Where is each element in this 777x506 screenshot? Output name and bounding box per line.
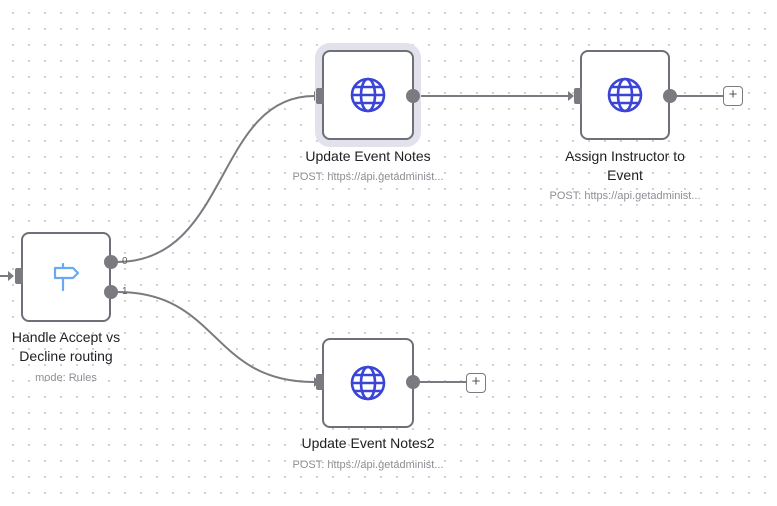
globe-icon	[350, 365, 386, 401]
node-title-line: Event	[607, 167, 643, 183]
node-update-event-notes[interactable]	[322, 50, 414, 140]
node-title: Assign Instructor to Event	[525, 147, 725, 185]
update-notes2-output-port[interactable]	[406, 375, 420, 389]
switch-output-label-1: 1	[122, 286, 128, 297]
node-subtitle: POST: https://api.getadminist...	[549, 190, 701, 202]
switch-output-label-0: 0	[122, 256, 128, 267]
connection-switch-to-update-event-notes[interactable]	[116, 95, 315, 263]
update-notes2-input-port[interactable]	[316, 374, 324, 390]
node-title-line: Handle Accept vs	[11, 329, 121, 345]
switch-output-port-0[interactable]	[104, 255, 118, 269]
assign-instructor-input-port[interactable]	[574, 88, 582, 104]
node-title: Update Event Notes	[305, 148, 431, 164]
assign-instructor-output-port[interactable]	[663, 89, 677, 103]
node-title-line: Decline routing	[19, 348, 113, 364]
globe-icon	[350, 77, 386, 113]
switch-input-port[interactable]	[15, 268, 23, 284]
node-title: Handle Accept vs Decline routing	[0, 328, 136, 366]
add-node-button[interactable]: +	[466, 373, 486, 393]
node-title-line: Assign Instructor to	[565, 148, 685, 164]
node-subtitle: mode: Rules	[35, 372, 97, 384]
node-handle-accept-vs-decline-routing[interactable]	[21, 232, 111, 322]
node-assign-instructor-to-event[interactable]	[580, 50, 670, 140]
add-node-button[interactable]: +	[723, 86, 743, 106]
globe-icon	[607, 77, 643, 113]
node-update-event-notes2[interactable]	[322, 338, 414, 428]
arrowhead	[568, 91, 574, 101]
node-subtitle: POST: https://api.getadminist...	[292, 171, 444, 183]
node-subtitle: POST: https://api.getadminist...	[292, 459, 444, 471]
connection-switch-to-update-event-notes2[interactable]	[116, 291, 315, 383]
arrowhead	[8, 271, 14, 281]
signpost-icon	[53, 262, 80, 292]
node-title: Update Event Notes2	[301, 435, 435, 451]
switch-output-port-1[interactable]	[104, 285, 118, 299]
update-notes-output-port[interactable]	[406, 89, 420, 103]
update-notes-input-port[interactable]	[316, 88, 324, 104]
